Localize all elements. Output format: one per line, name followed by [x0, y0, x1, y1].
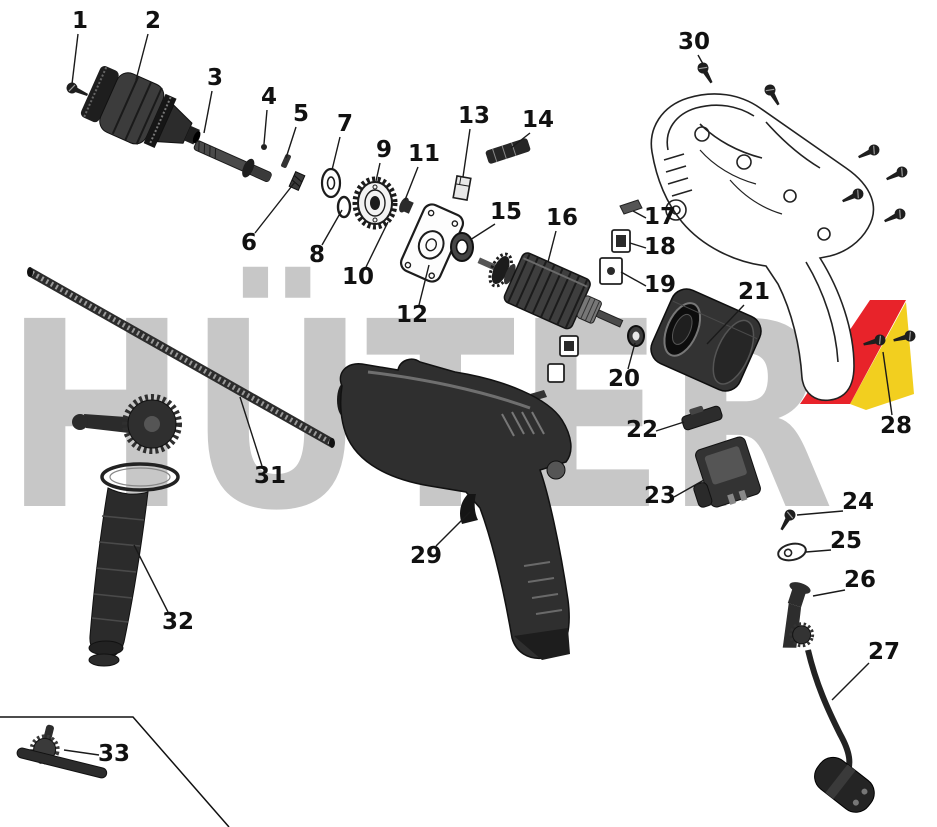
- svg-text:6: 6: [241, 230, 257, 256]
- power-cord-drawing: [805, 649, 875, 813]
- part-callout-20: 20: [608, 342, 640, 392]
- clip-drawing: [452, 175, 472, 201]
- rear-bearing-drawing: [627, 325, 645, 347]
- part-callout-19: 19: [620, 271, 676, 298]
- part-callout-16: 16: [546, 205, 578, 263]
- part-callout-9: 9: [375, 137, 392, 182]
- chuck-key-drawing: [16, 724, 108, 779]
- part-callout-21: 21: [706, 279, 770, 345]
- gear-drawing: [352, 176, 398, 230]
- brush-cap-drawing: [619, 199, 643, 215]
- part-callout-13: 13: [458, 103, 490, 178]
- part-callout-24: 24: [796, 489, 874, 516]
- svg-text:8: 8: [309, 242, 325, 268]
- part-callout-25: 25: [805, 528, 862, 554]
- svg-text:23: 23: [644, 483, 676, 509]
- part-callout-31: 31: [239, 396, 286, 489]
- svg-text:18: 18: [644, 234, 676, 260]
- svg-text:4: 4: [261, 84, 277, 110]
- depth-rod-drawing: [27, 267, 335, 448]
- sleeve-drawing: [288, 170, 306, 192]
- svg-text:28: 28: [880, 413, 912, 439]
- svg-text:17: 17: [644, 204, 676, 230]
- part-callout-10: 10: [342, 221, 389, 290]
- svg-text:21: 21: [738, 279, 770, 305]
- part-callout-27: 27: [831, 639, 900, 701]
- part-callout-33: 33: [63, 741, 130, 767]
- ring-drawing: [336, 195, 352, 219]
- aux-handle-drawing: [72, 394, 182, 667]
- part-callout-3: 3: [203, 65, 223, 134]
- part-callout-1: 1: [71, 8, 88, 85]
- vent-plate-drawing: [485, 138, 531, 164]
- lock-button-drawing: [681, 405, 723, 431]
- part-callout-15: 15: [469, 199, 522, 241]
- part-callout-12: 12: [396, 264, 430, 328]
- part-callout-2: 2: [135, 8, 161, 81]
- svg-text:12: 12: [396, 302, 428, 328]
- svg-text:5: 5: [293, 101, 309, 127]
- cord-guard-drawing: [782, 582, 815, 648]
- svg-text:29: 29: [410, 543, 442, 569]
- chuck-drawing: [80, 66, 201, 149]
- svg-text:24: 24: [842, 489, 874, 515]
- part-callout-32: 32: [133, 544, 194, 635]
- svg-text:16: 16: [546, 205, 578, 231]
- part-callout-26: 26: [812, 567, 876, 597]
- switch-drawing: [693, 436, 761, 508]
- svg-text:2: 2: [145, 8, 161, 34]
- svg-text:22: 22: [626, 417, 658, 443]
- rotor-drawing: [477, 252, 624, 330]
- washer-drawing: [320, 167, 342, 199]
- part-callout-22: 22: [626, 417, 685, 443]
- cord-clamp-drawing: [777, 542, 807, 562]
- part-callout-28: 28: [880, 351, 912, 439]
- svg-text:19: 19: [644, 272, 676, 298]
- svg-text:3: 3: [207, 65, 223, 91]
- svg-text:1: 1: [72, 8, 88, 34]
- svg-text:31: 31: [254, 463, 286, 489]
- svg-text:25: 25: [830, 528, 862, 554]
- part-callout-23: 23: [644, 479, 705, 509]
- svg-text:14: 14: [522, 107, 554, 133]
- stator-drawing: [650, 288, 762, 392]
- part-callout-17: 17: [632, 204, 676, 230]
- part-callout-5: 5: [285, 101, 309, 159]
- svg-text:13: 13: [458, 103, 490, 129]
- svg-text:27: 27: [868, 639, 900, 665]
- motor-housing-drawing: [650, 93, 875, 402]
- brush-holder-drawing: [599, 257, 623, 285]
- part-callout-11: 11: [404, 141, 440, 201]
- front-bearing-drawing: [450, 232, 474, 262]
- small-pin-drawing: [281, 154, 291, 168]
- svg-text:9: 9: [376, 137, 392, 163]
- part-callout-30: 30: [678, 29, 710, 65]
- part-callout-8: 8: [309, 209, 343, 268]
- part-callout-29: 29: [410, 511, 471, 569]
- svg-text:32: 32: [162, 609, 194, 635]
- part-callout-4: 4: [261, 84, 277, 145]
- logo-yellow-shape: [850, 302, 914, 410]
- pin-drawing: [261, 144, 267, 150]
- svg-text:15: 15: [490, 199, 522, 225]
- svg-text:10: 10: [342, 264, 374, 290]
- chuck-key-inset: [0, 716, 230, 827]
- part-callout-18: 18: [629, 234, 676, 260]
- svg-text:20: 20: [608, 366, 640, 392]
- svg-text:11: 11: [408, 141, 440, 167]
- spacer-drawing: [399, 197, 414, 214]
- spindle-drawing: [193, 140, 272, 183]
- svg-text:33: 33: [98, 741, 130, 767]
- svg-text:7: 7: [337, 111, 353, 137]
- svg-text:30: 30: [678, 29, 710, 55]
- part-callout-14: 14: [510, 107, 554, 149]
- carbon-brush-drawing: [611, 229, 631, 253]
- drill-body-drawing: [337, 358, 572, 660]
- chuck-screw-drawing: [64, 80, 91, 101]
- part-callout-6: 6: [241, 181, 296, 256]
- svg-text:26: 26: [844, 567, 876, 593]
- part-callout-7: 7: [331, 111, 353, 171]
